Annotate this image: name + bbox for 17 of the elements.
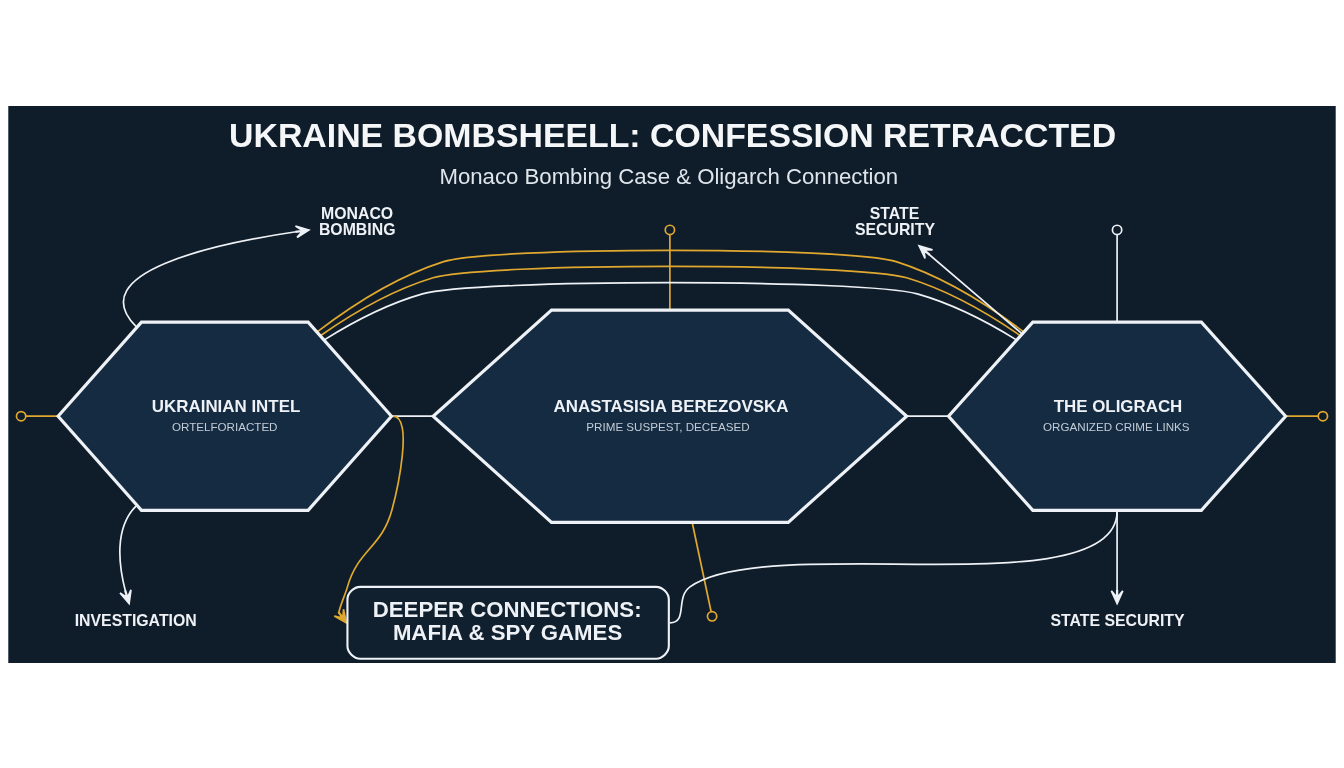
connector — [316, 248, 1025, 333]
arrow — [918, 244, 1023, 335]
caption: Monaco Bombing Case & Oligarch Connection — [439, 163, 899, 189]
connector — [905, 414, 950, 417]
node-text: MONACO BOMBING — [318, 204, 396, 238]
node-text: STATE SECURITY — [1050, 611, 1185, 629]
arrow — [122, 224, 310, 327]
diagram-title: UKRAINE BOMBSHEELL: CONFESSION RETRACCTED — [229, 115, 1117, 154]
arrow — [333, 414, 404, 624]
node-text: STATE SECURITY — [854, 204, 936, 238]
connector — [1284, 414, 1319, 417]
arrow — [119, 504, 137, 604]
node-box: DEEPER CONNECTIONS: MAFIA & SPY GAMES — [346, 585, 670, 660]
connector — [319, 265, 1022, 337]
connector — [25, 414, 59, 417]
connector — [669, 510, 1118, 624]
node-text: INVESTIGATION — [74, 611, 197, 629]
